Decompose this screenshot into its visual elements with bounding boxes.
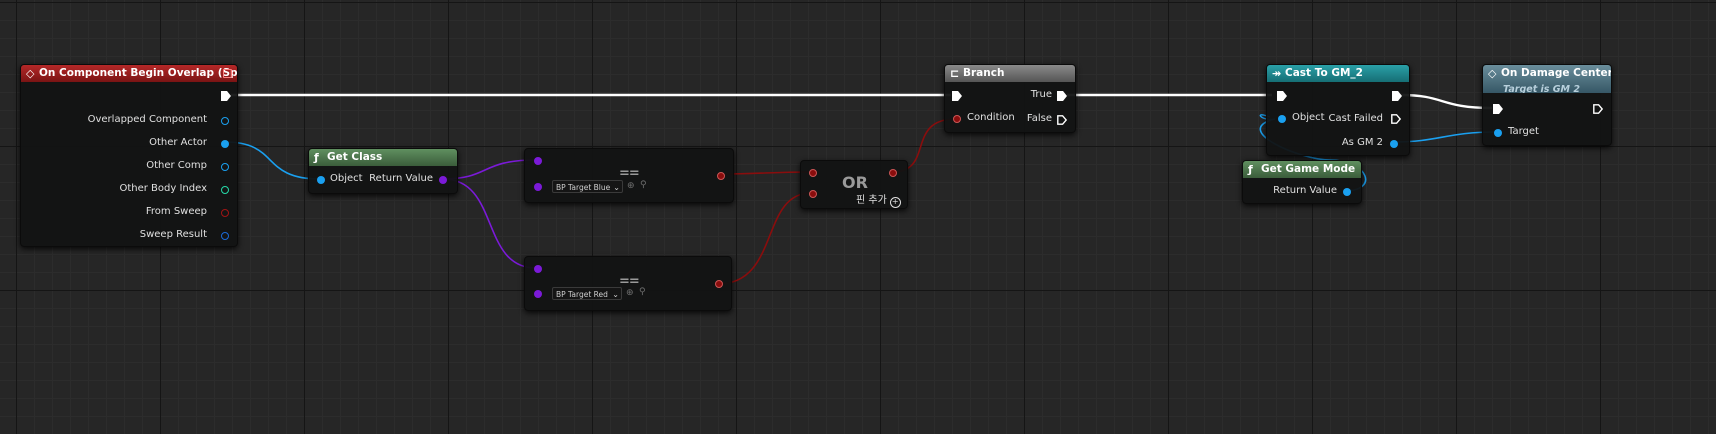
other-actor-pin[interactable] [221, 140, 229, 148]
cast-as-label: As GM 2 [1341, 137, 1383, 148]
damage-subtitle: Target is GM 2 [1503, 84, 1580, 93]
damage-title: On Damage Center [1501, 67, 1611, 79]
search-icon[interactable]: ⚲ [639, 287, 646, 297]
output-label-other-comp: Other Comp [146, 160, 207, 171]
get-class-object-label: Object [330, 173, 363, 184]
equal-b-pin[interactable] [534, 183, 542, 191]
equal-return-pin[interactable] [715, 280, 723, 288]
get-game-mode-header[interactable]: ƒ Get Game Mode [1243, 161, 1361, 178]
on-damage-center-node[interactable]: ◇ On Damage Center Target is GM 2 Target [1482, 64, 1612, 146]
exec-output-pin[interactable] [1392, 91, 1402, 101]
other-comp-pin[interactable] [221, 163, 229, 171]
equal-class-node-blue[interactable]: == BP Target Blue ⌄ ⊕ ⚲ [524, 148, 734, 203]
output-label-overlapped-component: Overlapped Component [87, 114, 207, 125]
branch-condition-label: Condition [967, 112, 1015, 123]
equal-symbol: == [619, 166, 640, 181]
exec-cast-failed-pin[interactable] [1391, 114, 1401, 124]
branch-node[interactable]: ⊏ Branch True Condition False [944, 64, 1076, 133]
event-node-title: On Component Begin Overlap (Sphere) [39, 67, 237, 79]
damage-target-pin[interactable] [1494, 129, 1502, 137]
event-node-begin-overlap[interactable]: ◇ On Component Begin Overlap (Sphere) Ov… [20, 64, 238, 247]
branch-icon: ⊏ [950, 67, 960, 80]
message-icon: ◇ [1488, 67, 1497, 80]
exec-output-pin[interactable] [221, 91, 231, 101]
equal-symbol: == [619, 274, 640, 289]
get-game-mode-node[interactable]: ƒ Get Game Mode Return Value [1242, 160, 1362, 204]
or-return-pin[interactable] [889, 169, 897, 177]
exec-input-pin[interactable] [1277, 91, 1287, 101]
bool-wire [717, 192, 812, 285]
from-sweep-pin[interactable] [221, 209, 229, 217]
cast-header[interactable]: ↠ Cast To GM_2 [1267, 65, 1409, 82]
equal-class-node-red[interactable]: == BP Target Red ⌄ ⊕ ⚲ [524, 256, 732, 311]
add-pin-button[interactable]: 핀 추가+ [856, 191, 901, 208]
cast-object-pin[interactable] [1278, 115, 1286, 123]
exec-output-pin[interactable] [1593, 104, 1603, 114]
class-dropdown-blue[interactable]: BP Target Blue ⌄ [552, 180, 623, 193]
or-b-pin[interactable] [809, 190, 817, 198]
get-game-mode-return-label: Return Value [1273, 185, 1337, 196]
condition-pin[interactable] [953, 115, 961, 123]
cast-failed-label: Cast Failed [1328, 113, 1383, 124]
or-symbol: OR [842, 173, 868, 192]
get-class-title: Get Class [327, 151, 383, 163]
branch-header[interactable]: ⊏ Branch [945, 65, 1075, 82]
get-class-object-pin[interactable] [317, 176, 325, 184]
event-node-header[interactable]: ◇ On Component Begin Overlap (Sphere) [21, 65, 237, 82]
cast-as-pin[interactable] [1390, 140, 1398, 148]
add-pin-label: 핀 추가 [856, 195, 887, 206]
get-class-return-pin[interactable] [439, 176, 447, 184]
sweep-result-pin[interactable] [221, 232, 229, 240]
exec-false-pin[interactable] [1057, 115, 1067, 125]
cast-icon: ↠ [1272, 67, 1282, 80]
or-a-pin[interactable] [809, 169, 817, 177]
damage-header[interactable]: ◇ On Damage Center Target is GM 2 [1483, 65, 1611, 93]
exec-input-pin[interactable] [1493, 104, 1503, 114]
delegate-square-icon [223, 69, 232, 78]
overlapped-component-pin[interactable] [221, 117, 229, 125]
other-body-index-pin[interactable] [221, 186, 229, 194]
class-wire [442, 178, 537, 269]
equal-a-pin[interactable] [534, 157, 542, 165]
function-icon: ƒ [1248, 163, 1253, 176]
or-boolean-node[interactable]: OR 핀 추가+ [800, 160, 908, 209]
branch-title: Branch [963, 67, 1005, 79]
add-pin-plus-icon: + [889, 197, 901, 208]
output-label-sweep-result: Sweep Result [139, 229, 207, 240]
damage-target-label: Target [1508, 126, 1539, 137]
get-game-mode-return-pin[interactable] [1343, 188, 1351, 196]
output-label-other-body-index: Other Body Index [119, 183, 207, 194]
output-label-from-sweep: From Sweep [145, 206, 207, 217]
equal-a-pin[interactable] [534, 265, 542, 273]
exec-wire [1400, 93, 1493, 110]
branch-false-label: False [1026, 113, 1052, 124]
equal-b-pin[interactable] [534, 290, 542, 298]
chevron-down-icon: ⌄ [613, 183, 620, 192]
class-dropdown-red[interactable]: BP Target Red ⌄ [552, 287, 622, 300]
search-icon[interactable]: ⚲ [640, 180, 647, 190]
output-label-other-actor: Other Actor [149, 137, 207, 148]
branch-true-label: True [1030, 89, 1052, 100]
cast-to-gm2-node[interactable]: ↠ Cast To GM_2 Object Cast Failed As GM … [1266, 64, 1410, 156]
class-dropdown-value: BP Target Red [556, 290, 608, 299]
get-class-node[interactable]: ƒ Get Class Object Return Value [308, 148, 458, 194]
event-diamond-icon: ◇ [26, 67, 35, 80]
exec-true-pin[interactable] [1057, 91, 1067, 101]
object-wire [1259, 118, 1367, 192]
browse-arrow-icon[interactable]: ⊕ [627, 181, 635, 191]
cast-title: Cast To GM_2 [1285, 67, 1363, 79]
class-dropdown-value: BP Target Blue [556, 183, 611, 192]
get-class-header[interactable]: ƒ Get Class [309, 149, 457, 166]
chevron-down-icon: ⌄ [612, 290, 619, 299]
get-class-return-label: Return Value [369, 173, 433, 184]
get-game-mode-title: Get Game Mode [1261, 163, 1356, 175]
browse-arrow-icon[interactable]: ⊕ [626, 288, 634, 298]
equal-return-pin[interactable] [717, 172, 725, 180]
exec-input-pin[interactable] [952, 91, 962, 101]
cast-object-label: Object [1292, 112, 1325, 123]
function-icon: ƒ [314, 151, 319, 164]
object-wire [224, 141, 321, 180]
